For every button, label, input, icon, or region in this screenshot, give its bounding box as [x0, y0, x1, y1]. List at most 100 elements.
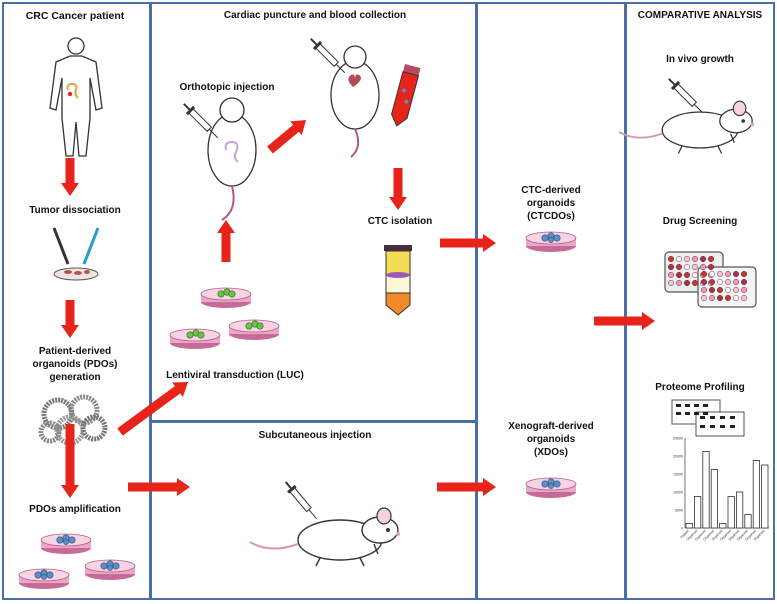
- chart-bar: [719, 523, 727, 529]
- arrow-6: [217, 220, 235, 262]
- well: [708, 286, 716, 294]
- well: [683, 279, 691, 287]
- cardiac-title: Cardiac puncture and blood collection: [223, 10, 407, 21]
- well: [716, 294, 724, 302]
- arrow-3: [61, 424, 79, 498]
- arrow-7: [267, 120, 306, 154]
- well: [667, 271, 675, 279]
- well: [675, 271, 683, 279]
- cardiac-panel: [150, 2, 477, 422]
- chart-bar: [736, 491, 744, 529]
- well: [708, 270, 716, 278]
- well: [732, 294, 740, 302]
- xdo-line2: organoids: [526, 434, 576, 445]
- xdo-line3: (XDOs): [534, 447, 568, 458]
- ctcdo-line2: organoids: [526, 198, 576, 209]
- blot-dot: [703, 404, 708, 407]
- well: [740, 278, 748, 286]
- blot-dot: [676, 412, 681, 415]
- pdo-generation-line1: Patient-derived: [38, 346, 112, 357]
- well: [724, 294, 732, 302]
- comparative-title: COMPARATIVE ANALYSIS: [637, 10, 763, 21]
- chart-bar: [694, 496, 702, 529]
- blot-dot: [730, 425, 735, 428]
- well: [691, 271, 699, 279]
- blot-dot: [694, 412, 699, 415]
- chart-bar: [710, 469, 719, 529]
- blot-dot: [700, 425, 705, 428]
- well: [675, 263, 683, 271]
- arrows: [61, 120, 655, 498]
- subcutaneous-title: Subcutaneous injection: [258, 430, 372, 441]
- pdo-generation-line3: generation: [49, 372, 101, 383]
- chart-bar: [702, 451, 710, 529]
- proteome-blots: [671, 399, 745, 437]
- arrow-1: [61, 158, 79, 196]
- chart-bar: [752, 460, 761, 529]
- chart-bar: [761, 464, 769, 529]
- well: [691, 255, 699, 263]
- chart-bar: [744, 514, 752, 529]
- well: [707, 255, 715, 263]
- well: [708, 294, 716, 302]
- well: [732, 278, 740, 286]
- well: [699, 263, 707, 271]
- arrow-11: [594, 312, 655, 330]
- pdo-amplification-label: PDOs amplification: [29, 504, 121, 515]
- well: [724, 270, 732, 278]
- well: [708, 278, 716, 286]
- blot-dot: [685, 412, 690, 415]
- well: [675, 255, 683, 263]
- blot-dot: [700, 416, 705, 419]
- well: [732, 270, 740, 278]
- well: [700, 294, 708, 302]
- chart-bar: [727, 496, 735, 529]
- well: [683, 263, 691, 271]
- ctcdo-line3: (CTCDOs): [527, 211, 575, 222]
- blot-dot: [694, 404, 699, 407]
- chart-bar: [685, 523, 693, 529]
- arrow-2: [61, 300, 79, 338]
- blot-dot: [710, 425, 715, 428]
- proteome-chart: 2500020000150001000050000PatientOrganoid…: [673, 437, 769, 542]
- in-vivo-growth-label: In vivo growth: [666, 54, 734, 65]
- pdo-generation-line2: organoids (PDOs): [32, 359, 118, 370]
- well: [724, 278, 732, 286]
- xdo-line1: Xenograft-derived: [508, 421, 594, 432]
- well: [732, 286, 740, 294]
- cardiac-mouse: [330, 45, 380, 158]
- blot-dot: [730, 416, 735, 419]
- arrow-5: [128, 478, 190, 496]
- ctc-isolation-tube: [384, 245, 412, 316]
- ctc-isolation-label: CTC isolation: [367, 216, 433, 227]
- well: [716, 270, 724, 278]
- tumor-dissociation-label: Tumor dissociation: [29, 205, 121, 216]
- blood-tube-icon: [391, 63, 421, 127]
- well: [724, 286, 732, 294]
- drug-screening-label: Drug Screening: [662, 216, 738, 227]
- pdo-cluster-icon: [38, 394, 108, 446]
- well: [700, 278, 708, 286]
- blot-dot: [720, 425, 725, 428]
- chart-x-label: Patient: [680, 529, 690, 539]
- arrow-4: [117, 382, 188, 436]
- dissociation-tools: [52, 227, 100, 281]
- well: [675, 279, 683, 287]
- blot-dot: [720, 416, 725, 419]
- well: [683, 271, 691, 279]
- well: [716, 278, 724, 286]
- arrow-9: [440, 234, 496, 252]
- well: [691, 279, 699, 287]
- well: [716, 286, 724, 294]
- well: [740, 294, 748, 302]
- well: [667, 263, 675, 271]
- chart-y-tick: 0: [681, 527, 683, 531]
- chart-y-tick: 20000: [673, 455, 683, 459]
- well: [700, 286, 708, 294]
- chart-y-tick: 10000: [673, 491, 683, 495]
- chart-y-tick: 25000: [673, 437, 683, 441]
- blot-dot: [703, 412, 708, 415]
- well: [667, 255, 675, 263]
